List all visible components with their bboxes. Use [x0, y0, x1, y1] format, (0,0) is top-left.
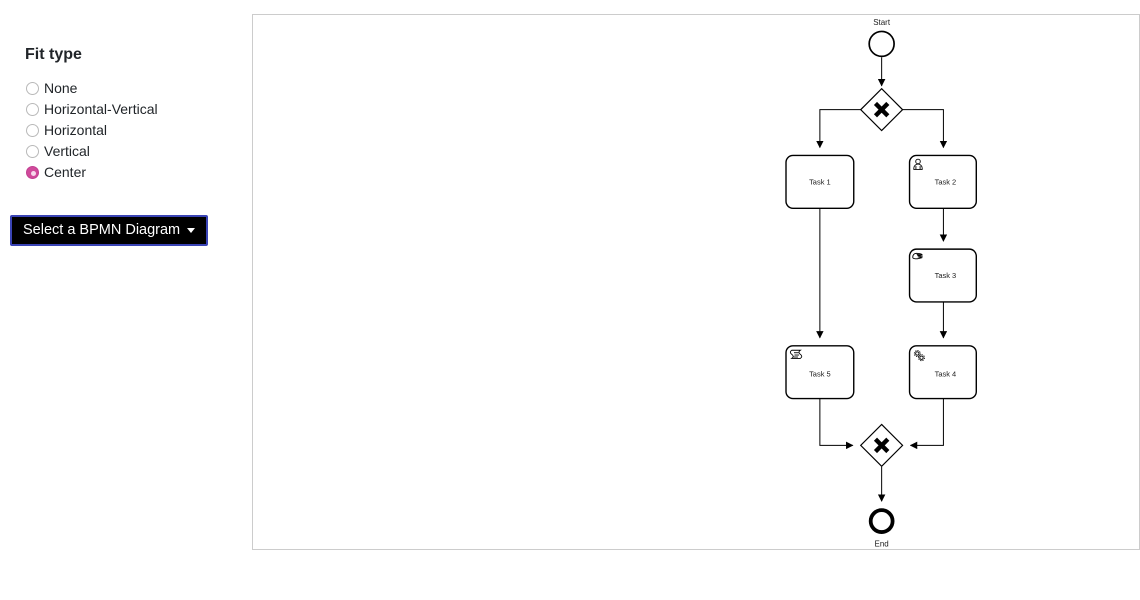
fit-option-center[interactable]: Center	[26, 162, 158, 183]
fit-option-vertical[interactable]: Vertical	[26, 141, 158, 162]
task-2: Task 2	[908, 154, 977, 209]
flow-gateway-to-task2	[902, 109, 948, 149]
task-4-label: Task 4	[935, 370, 957, 379]
exclusive-gateway-x-icon	[873, 437, 890, 454]
fit-option-horizontal-vertical[interactable]: Horizontal-Vertical	[26, 99, 158, 120]
start-event: Start	[868, 18, 895, 58]
fit-type-radio-group: None Horizontal-Vertical Horizontal Vert…	[26, 78, 158, 183]
flow-task5-to-merge	[819, 399, 854, 450]
radio-icon[interactable]	[26, 82, 39, 95]
task-2-box	[908, 154, 977, 209]
select-bpmn-diagram-button[interactable]: Select a BPMN Diagram	[10, 215, 209, 246]
end-event-label: End	[875, 540, 889, 549]
fit-option-horizontal[interactable]: Horizontal	[26, 120, 158, 141]
flow-gateway-to-task1	[816, 109, 861, 149]
sequence-flows	[816, 57, 948, 502]
bpmn-diagram-svg: Start Task 1	[785, 18, 977, 549]
task-3-label: Task 3	[935, 271, 957, 280]
end-event-circle	[868, 508, 895, 534]
radio-icon[interactable]	[26, 124, 39, 137]
fit-option-none[interactable]: None	[26, 78, 158, 99]
exclusive-gateway-x-icon	[873, 101, 890, 118]
radio-icon[interactable]	[26, 145, 39, 158]
flow-task4-to-merge	[909, 399, 944, 450]
radio-label[interactable]: Vertical	[44, 143, 90, 159]
task-5-box	[785, 345, 855, 400]
user-task-icon	[913, 158, 923, 170]
task-1-box	[785, 154, 855, 209]
task-5: Task 5	[785, 345, 855, 400]
task-5-label: Task 5	[809, 370, 831, 379]
manual-task-icon	[912, 252, 923, 260]
radio-icon[interactable]	[26, 103, 39, 116]
end-event: End	[868, 508, 895, 549]
task-1: Task 1	[785, 154, 855, 209]
script-task-icon	[789, 349, 803, 359]
radio-label[interactable]: None	[44, 80, 78, 96]
start-event-circle	[868, 30, 895, 58]
fit-type-heading: Fit type	[25, 46, 82, 63]
task-2-label: Task 2	[935, 177, 957, 186]
service-task-icon	[913, 350, 925, 362]
task-3-box	[908, 248, 977, 303]
task-4-box	[908, 345, 977, 400]
radio-label[interactable]: Center	[44, 164, 87, 180]
exclusive-gateway-merge	[859, 423, 904, 468]
radio-label[interactable]: Horizontal-Vertical	[44, 101, 158, 117]
radio-label[interactable]: Horizontal	[44, 122, 108, 138]
task-1-label: Task 1	[809, 177, 831, 186]
start-event-label: Start	[873, 18, 891, 27]
bpmn-canvas: Start Task 1	[252, 14, 1140, 550]
radio-selected-icon[interactable]	[26, 166, 39, 179]
exclusive-gateway-split	[859, 87, 904, 132]
task-4: Task 4	[908, 345, 977, 400]
task-3: Task 3	[908, 248, 977, 303]
caret-down-icon	[187, 227, 196, 233]
select-bpmn-diagram-label: Select a BPMN Diagram	[23, 222, 181, 238]
